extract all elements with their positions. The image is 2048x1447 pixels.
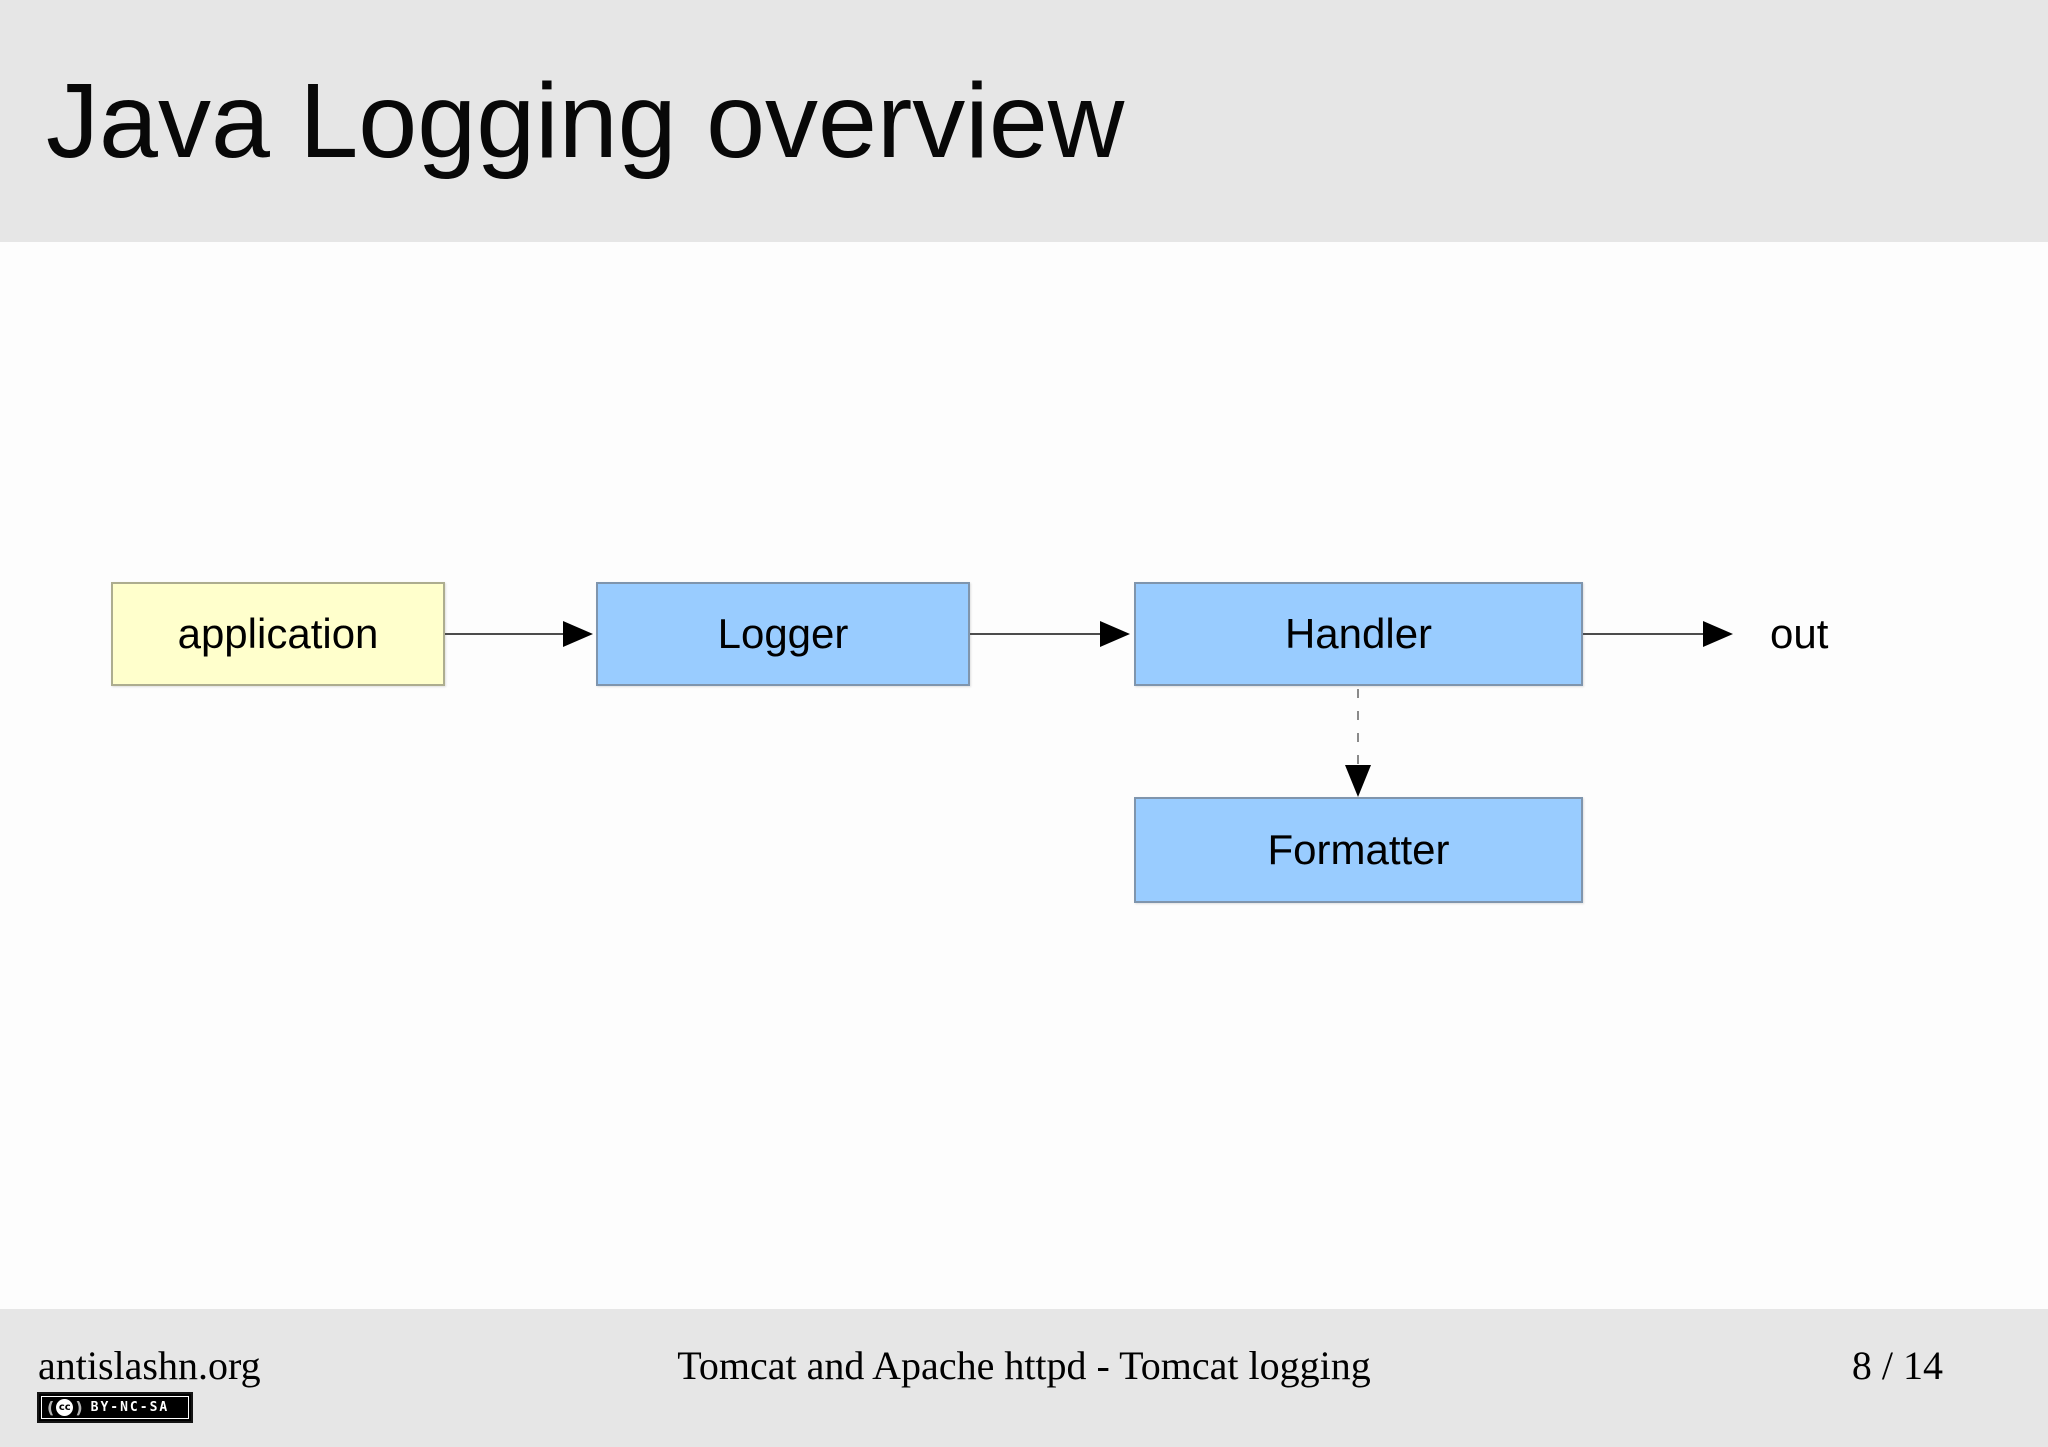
slide-title: Java Logging overview <box>46 61 1125 180</box>
arrowhead-right-icon <box>1703 621 1733 647</box>
cc-icon: cc <box>56 1399 74 1416</box>
cc-license-badge-inner: ( cc ) BY-NC-SA <box>41 1396 189 1419</box>
cc-paren-left: ( <box>47 1397 55 1417</box>
title-bar: Java Logging overview <box>0 0 2048 242</box>
node-logger: Logger <box>596 582 970 686</box>
arrow-handler-to-formatter-dashed-line <box>1357 689 1359 767</box>
arrowhead-right-icon <box>563 621 593 647</box>
arrow-logger-to-handler-line <box>970 633 1102 635</box>
arrowhead-down-icon <box>1345 765 1371 797</box>
node-formatter: Formatter <box>1134 797 1583 903</box>
node-handler: Handler <box>1134 582 1583 686</box>
arrow-handler-to-out-line <box>1583 633 1705 635</box>
output-label: out <box>1770 610 1829 657</box>
arrow-application-to-logger-line <box>445 633 565 635</box>
cc-license-label: BY-NC-SA <box>90 1400 170 1415</box>
node-application-label: application <box>177 610 379 657</box>
node-application: application <box>111 582 445 686</box>
cc-paren-right: ) <box>75 1397 83 1417</box>
arrowhead-right-icon <box>1100 621 1130 647</box>
node-logger-label: Logger <box>717 610 849 657</box>
cc-license-badge: ( cc ) BY-NC-SA <box>37 1392 193 1423</box>
node-formatter-label: Formatter <box>1267 826 1450 873</box>
page-number: 8 / 14 <box>1851 1343 1943 1388</box>
footer-presentation-title: Tomcat and Apache httpd - Tomcat logging <box>677 1343 1371 1388</box>
node-handler-label: Handler <box>1284 610 1433 657</box>
footer-site-text: antislashn.org <box>38 1343 261 1388</box>
footer-bar: antislashn.org Tomcat and Apache httpd -… <box>0 1309 2048 1447</box>
